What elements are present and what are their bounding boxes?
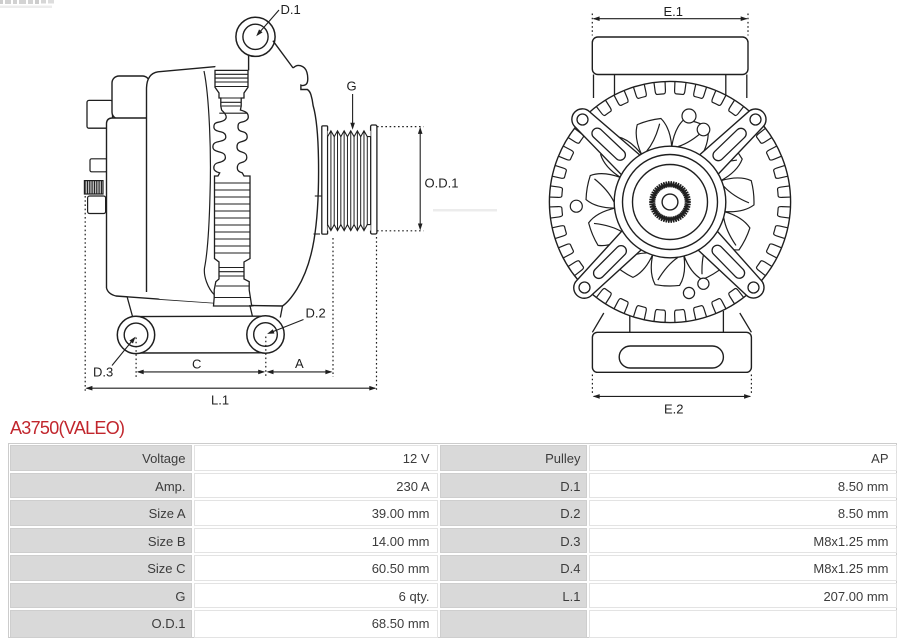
svg-text:O.D.1: O.D.1 xyxy=(425,175,459,190)
svg-text:L.1: L.1 xyxy=(211,393,229,408)
svg-text:D.3: D.3 xyxy=(93,365,113,380)
svg-text:D.1: D.1 xyxy=(281,2,301,17)
svg-text:C: C xyxy=(192,356,201,371)
svg-text:G: G xyxy=(347,79,357,94)
svg-text:A: A xyxy=(295,356,304,371)
svg-text:E.2: E.2 xyxy=(664,401,684,416)
svg-text:E.1: E.1 xyxy=(664,4,684,19)
svg-text:D.2: D.2 xyxy=(306,305,326,320)
